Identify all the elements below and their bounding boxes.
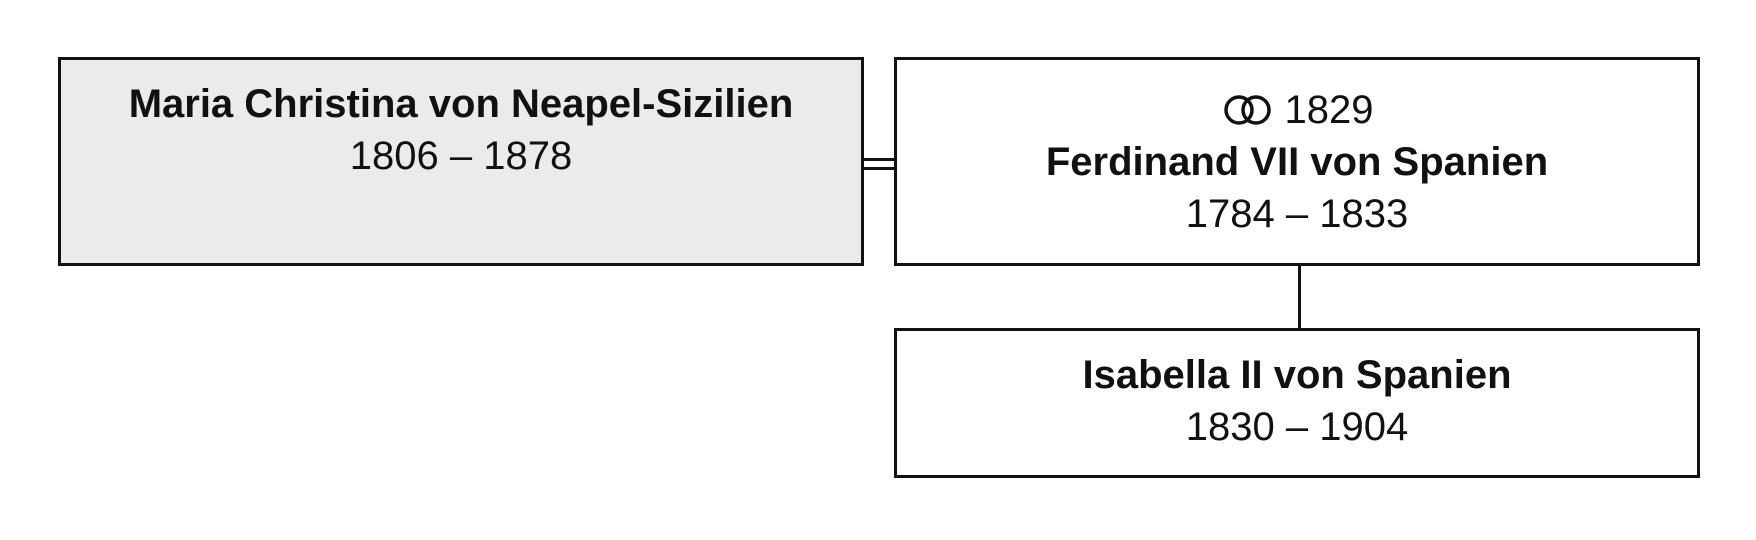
descent-connector (1298, 266, 1301, 329)
person-years: 1830 – 1904 (1185, 405, 1409, 449)
person-years: 1806 – 1878 (349, 134, 573, 178)
marriage-info: 1829 (1221, 84, 1374, 136)
person-name: Ferdinand VII von Spanien (1045, 140, 1549, 184)
marriage-connector-bottom (864, 167, 895, 170)
person-box-isabella: Isabella II von Spanien 1830 – 1904 (894, 328, 1700, 478)
wedding-rings-icon (1223, 95, 1271, 125)
person-box-maria-christina: Maria Christina von Neapel-Sizilien 1806… (58, 57, 864, 266)
marriage-connector-top (864, 158, 895, 161)
person-name: Maria Christina von Neapel-Sizilien (128, 82, 794, 126)
marriage-year: 1829 (1284, 88, 1374, 132)
person-box-ferdinand: 1829 Ferdinand VII von Spanien 1784 – 18… (894, 57, 1700, 266)
person-name: Isabella II von Spanien (1082, 353, 1512, 397)
person-years: 1784 – 1833 (1185, 192, 1409, 236)
